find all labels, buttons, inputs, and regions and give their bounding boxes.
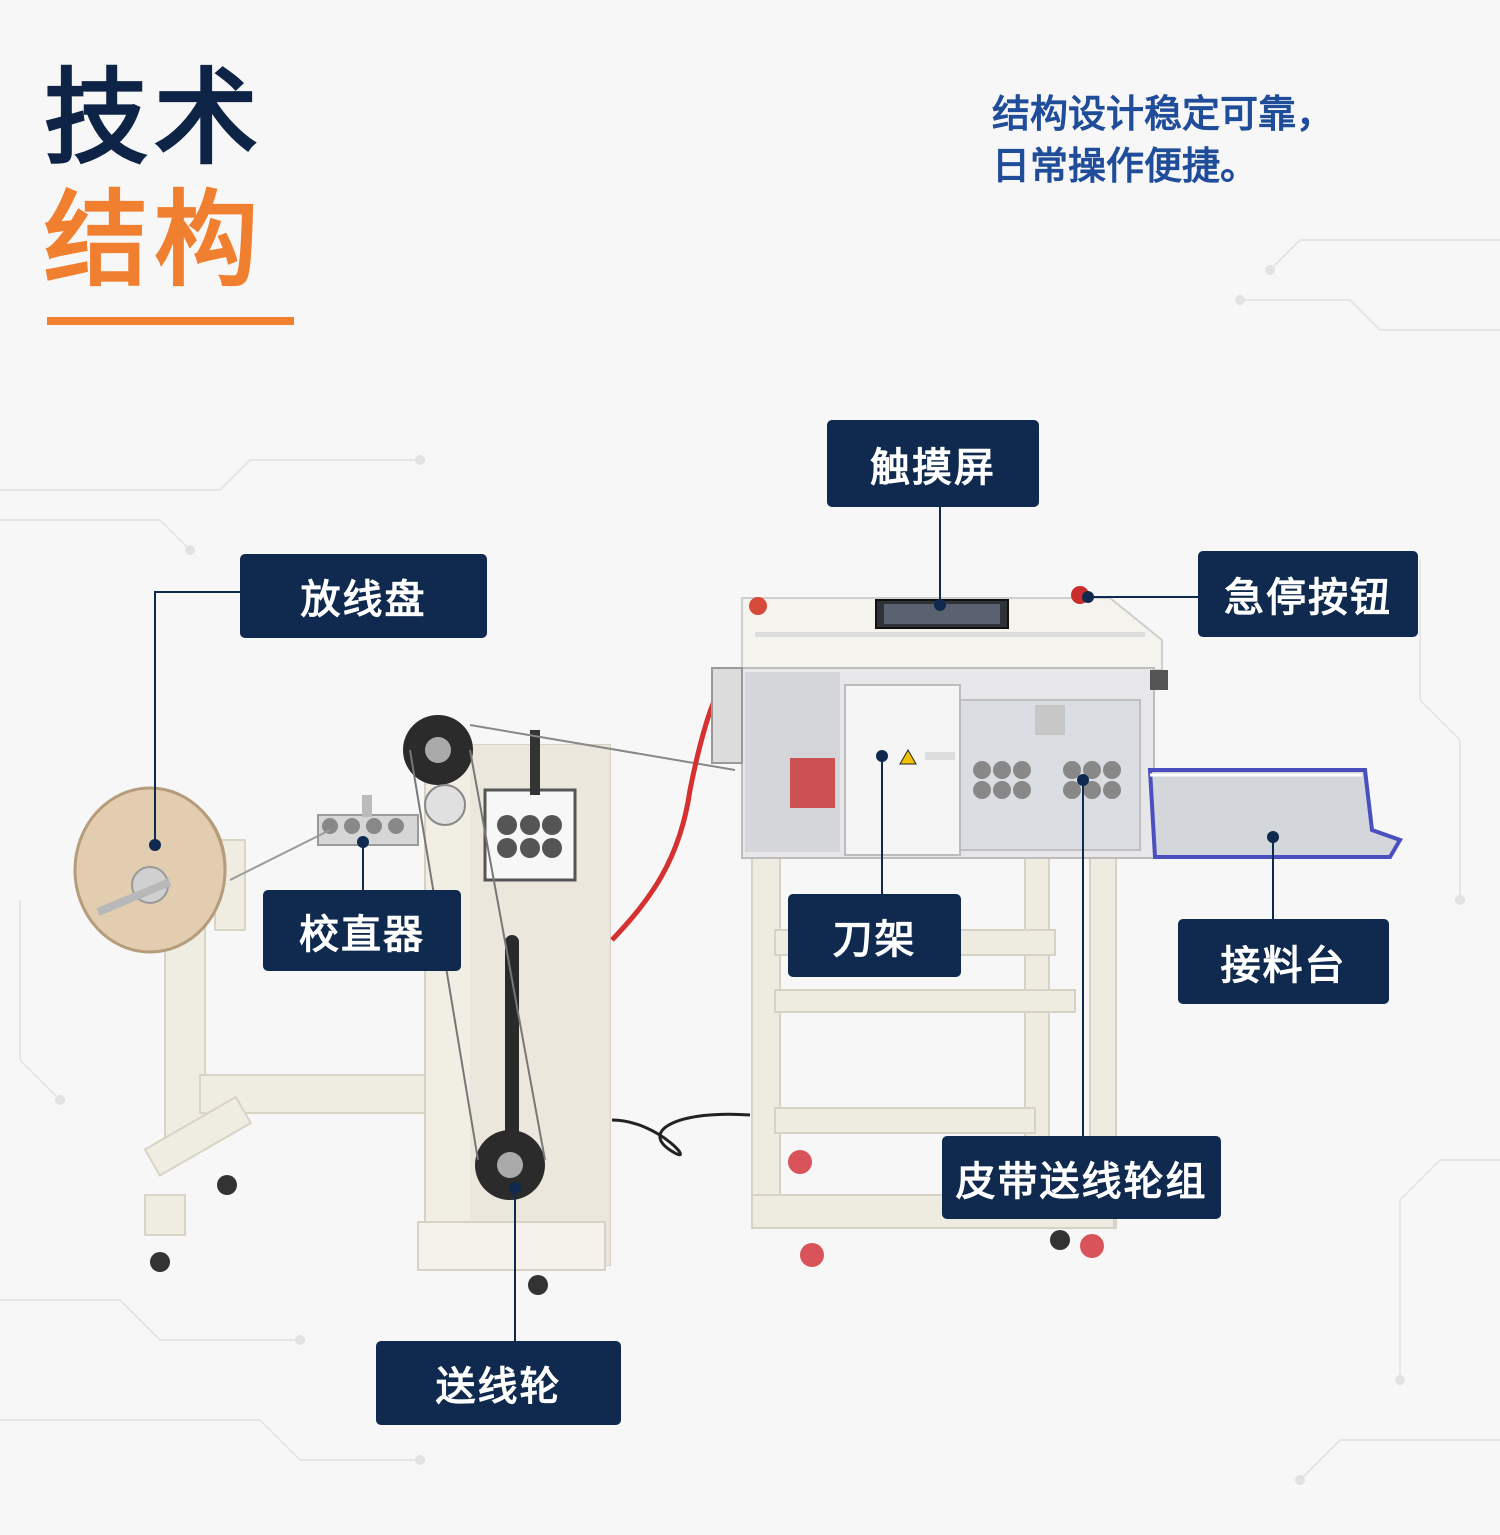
callout-receiving-tray: 接料台 [1178,919,1389,1004]
callout-straightener: 校直器 [263,890,461,971]
callout-spool: 放线盘 [240,554,487,638]
spool-disk [73,786,227,954]
straightener-rollers [317,795,419,846]
callout-knife-holder: 刀架 [788,894,961,977]
callout-belt-feed-wheels: 皮带送线轮组 [942,1136,1221,1219]
receiving-tray [1147,768,1403,859]
title-line-1: 技术 [44,57,265,179]
callout-feed-wheel: 送线轮 [376,1341,621,1425]
subtitle-line-1: 结构设计稳定可靠， [992,92,1335,136]
casters [150,1150,1104,1272]
cutting-machine [711,586,1168,1229]
title-line-2: 结构 [44,179,265,301]
callout-emergency-stop: 急停按钮 [1198,551,1418,637]
subtitle: 结构设计稳定可靠， 日常操作便捷。 [992,88,1452,192]
subtitle-line-2: 日常操作便捷。 [992,144,1259,188]
feeder-tower [403,715,736,1295]
callout-touch-screen: 触摸屏 [827,420,1039,507]
title-underline [47,317,294,325]
